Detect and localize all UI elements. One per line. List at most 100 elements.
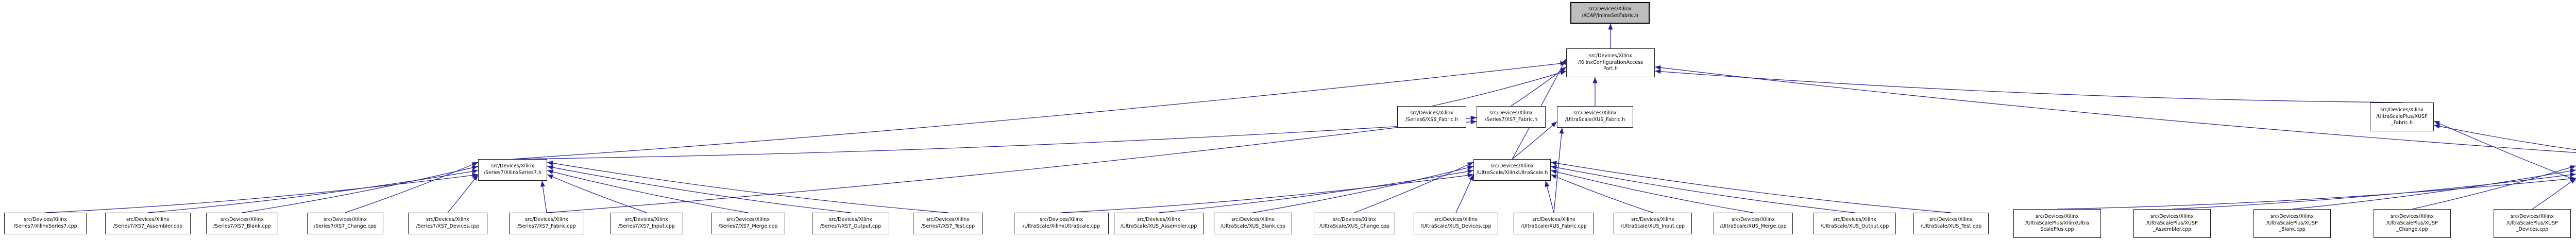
node-label-line: /Series7/XS7_Output.cpp (820, 223, 882, 229)
graph-node-xs7_merge_cpp[interactable]: src/Devices/Xilinx/Series7/XS7_Merge.cpp (711, 213, 785, 234)
include-edge-xus_devices_cpp-to-xilinxultrascale_h (1455, 174, 1474, 213)
include-edge-xusp_blank_cpp-to-xilinxultrascaleplus_h (2292, 168, 2576, 210)
node-label-line: src/Devices/Xilinx (1489, 110, 1533, 116)
node-label-line: src/Devices/Xilinx (1588, 6, 1632, 12)
graph-node-inlinesetfabric_h[interactable]: src/Devices/Xilinx/XCAP/inlineSetFabric.… (1570, 2, 1650, 24)
include-edge-xs7_change_cpp-to-xilinxseries7_h (345, 162, 479, 213)
node-label-line: src/Devices/Xilinx (2270, 214, 2314, 220)
node-label-line: /UltraScalePlus/XUSP (2386, 220, 2438, 226)
graph-node-xilinxultrascale_h[interactable]: src/Devices/Xilinx/UltraScale/XilinxUltr… (1473, 159, 1551, 181)
node-label-line: src/Devices/Xilinx (1490, 163, 1534, 169)
include-edge-xus_output_cpp-to-xilinxultrascale_h (1550, 165, 1855, 213)
node-label-line: /Series7/XS7_Change.cpp (314, 223, 377, 229)
graph-node-xilinxultrascaleplus_cpp[interactable]: src/Devices/Xilinx/UltraScalePlus/Xilinx… (2013, 209, 2101, 238)
node-label-line: /UltraScale/XilinxUltraScale.h (1476, 170, 1548, 176)
node-label-line: /Series7/XS7_Fabric.cpp (517, 223, 576, 229)
node-label-line: /UltraScalePlus/XUSP (2376, 113, 2428, 119)
graph-node-xus_input_cpp[interactable]: src/Devices/Xilinx/UltraScale/XUS_Input.… (1614, 213, 1692, 234)
graph-node-xilinxultrascale_cpp[interactable]: src/Devices/Xilinx/UltraScale/XilinxUltr… (1014, 213, 1109, 234)
graph-node-xus_merge_cpp[interactable]: src/Devices/Xilinx/UltraScale/XUS_Merge.… (1714, 213, 1793, 234)
include-edge-xilinxultrascaleplus_h-to-xcap_h (1654, 65, 2576, 153)
graph-node-xs7_devices_cpp[interactable]: src/Devices/Xilinx/Series7/XS7_Devices.c… (408, 213, 487, 234)
graph-node-xilinxseries7_cpp[interactable]: src/Devices/Xilinx/Series7/XilinxSeries7… (4, 213, 87, 234)
node-label-line: src/Devices/Xilinx (221, 217, 264, 223)
include-edge-xs7_fabric_cpp-to-xilinxseries7_h (540, 180, 547, 213)
include-edge-xs7_blank_cpp-to-xilinxseries7_h (242, 165, 479, 213)
include-edge-xs6_fabric_h-to-xcap_h (1431, 70, 1567, 107)
node-label-line: src/Devices/Xilinx (525, 217, 568, 223)
node-label-line: src/Devices/Xilinx (324, 217, 367, 223)
graph-node-xs7_test_cpp[interactable]: src/Devices/Xilinx/Series7/XS7_Test.cpp (913, 213, 983, 234)
graph-node-xus_test_cpp[interactable]: src/Devices/Xilinx/UltraScale/XUS_Test.c… (1913, 213, 1989, 234)
node-label-line: src/Devices/Xilinx (829, 217, 872, 223)
graph-node-xus_fabric_h[interactable]: src/Devices/Xilinx/UltraScale/XUS_Fabric… (1557, 106, 1633, 128)
graph-node-xs7_output_cpp[interactable]: src/Devices/Xilinx/Series7/XS7_Output.cp… (812, 213, 889, 234)
graph-node-xs7_change_cpp[interactable]: src/Devices/Xilinx/Series7/XS7_Change.cp… (307, 213, 383, 234)
include-edge-xus_merge_cpp-to-xilinxultrascale_h (1550, 169, 1754, 213)
node-label-line: /XCAP/inlineSetFabric.h (1582, 13, 1638, 19)
node-label-line: src/Devices/Xilinx (24, 217, 67, 223)
node-label-line: ScalePlus.cpp (2040, 227, 2074, 233)
graph-node-xs7_fabric_cpp[interactable]: src/Devices/Xilinx/Series7/XS7_Fabric.cp… (509, 213, 584, 234)
node-label-line: _Change.cpp (2396, 227, 2428, 233)
graph-node-xilinxseries7_h[interactable]: src/Devices/Xilinx/Series7/XilinxSeries7… (478, 159, 547, 181)
node-label-line: src/Devices/Xilinx (2380, 107, 2424, 113)
include-edge-xs7_merge_cpp-to-xilinxseries7_h (547, 169, 749, 213)
node-label-line: src/Devices/Xilinx (1410, 110, 1453, 116)
include-edge-xus_test_cpp-to-xilinxultrascale_h (1550, 161, 1952, 213)
include-edge-xus_blank_cpp-to-xilinxultrascale_h (1252, 165, 1474, 213)
node-label-line: src/Devices/Xilinx (491, 163, 534, 169)
node-label-line: /Series6/XS6_Fabric.h (1405, 117, 1459, 123)
node-label-line: /Series7/XS7_Fabric.h (1484, 117, 1538, 123)
node-label-line: /UltraScale/XUS_Output.cpp (1820, 223, 1889, 229)
graph-node-xcap_h[interactable]: src/Devices/Xilinx/XilinxConfigurationAc… (1566, 48, 1655, 77)
node-label-line: /UltraScale/XUS_Devices.cpp (1420, 223, 1492, 229)
node-label-line: src/Devices/Xilinx (1040, 217, 1083, 223)
graph-node-xs7_input_cpp[interactable]: src/Devices/Xilinx/Series7/XS7_Input.cpp (610, 213, 683, 234)
node-label-line: src/Devices/Xilinx (426, 217, 469, 223)
graph-node-xus_blank_cpp[interactable]: src/Devices/Xilinx/UltraScale/XUS_Blank.… (1214, 213, 1292, 234)
node-label-line: src/Devices/Xilinx (726, 217, 770, 223)
graph-node-xusp_change_cpp[interactable]: src/Devices/Xilinx/UltraScalePlus/XUSP_C… (2374, 209, 2451, 238)
graph-node-xusp_fabric_h[interactable]: src/Devices/Xilinx/UltraScalePlus/XUSP_F… (2370, 102, 2434, 131)
graph-node-xus_assembler_cpp[interactable]: src/Devices/Xilinx/UltraScale/XUS_Assemb… (1114, 213, 1204, 234)
include-edge-xilinxseries7_h-to-xs7_fabric_h (512, 119, 1477, 160)
graph-node-xs7_assembler_cpp[interactable]: src/Devices/Xilinx/Series7/XS7_Assembler… (105, 213, 191, 234)
include-edges (45, 24, 2576, 213)
include-edge-xilinxultrascale_cpp-to-xilinxultrascale_h (1061, 173, 1474, 213)
graph-node-xus_devices_cpp[interactable]: src/Devices/Xilinx/UltraScale/XUS_Device… (1414, 213, 1498, 234)
include-edge-xs7_input_cpp-to-xilinxseries7_h (547, 174, 647, 213)
node-label-line: src/Devices/Xilinx (625, 217, 668, 223)
graph-node-xus_output_cpp[interactable]: src/Devices/Xilinx/UltraScale/XUS_Output… (1814, 213, 1896, 234)
include-edge-xus_input_cpp-to-xilinxultrascale_h (1550, 174, 1653, 213)
include-edge-xilinxseries7_cpp-to-xilinxseries7_h (45, 173, 479, 213)
graph-node-xusp_blank_cpp[interactable]: src/Devices/Xilinx/UltraScalePlus/XUSP_B… (2253, 209, 2331, 238)
include-edge-xusp_devices_cpp-to-xilinxultrascaleplus_h (2532, 178, 2576, 210)
graph-node-xusp_devices_cpp[interactable]: src/Devices/Xilinx/UltraScalePlus/XUSP_D… (2494, 209, 2571, 238)
graph-node-xusp_assembler_cpp[interactable]: src/Devices/Xilinx/UltraScalePlus/XUSP_A… (2133, 209, 2211, 238)
node-label-line: _Devices.cpp (2516, 227, 2549, 233)
node-label-line: _Blank.cpp (2279, 227, 2306, 233)
node-label-line: src/Devices/Xilinx (1532, 217, 1575, 223)
graph-node-xs7_fabric_h[interactable]: src/Devices/Xilinx/Series7/XS7_Fabric.h (1477, 106, 1546, 128)
graph-node-xs7_blank_cpp[interactable]: src/Devices/Xilinx/Series7/XS7_Blank.cpp (206, 213, 278, 234)
graph-node-xs6_fabric_h[interactable]: src/Devices/Xilinx/Series6/XS6_Fabric.h (1397, 106, 1466, 128)
node-label-line: src/Devices/Xilinx (2511, 214, 2554, 220)
include-edge-xusp_fabric_h-to-xcap_h (1654, 69, 2402, 103)
include-edge-xs7_devices_cpp-to-xilinxseries7_h (447, 174, 479, 213)
node-label-line: src/Devices/Xilinx (126, 217, 170, 223)
node-label-line: src/Devices/Xilinx (1573, 110, 1617, 116)
node-label-line: /Series7/XS7_Blank.cpp (213, 223, 271, 229)
node-label-line: /UltraScale/XUS_Change.cpp (1319, 223, 1389, 229)
include-edge-xus_assembler_cpp-to-xilinxultrascale_h (1158, 169, 1474, 213)
node-label-line: /UltraScale/XUS_Assembler.cpp (1120, 223, 1197, 229)
node-label-line: src/Devices/Xilinx (1434, 217, 1478, 223)
graph-node-xus_change_cpp[interactable]: src/Devices/Xilinx/UltraScale/XUS_Change… (1314, 213, 1395, 234)
graph-node-xus_fabric_cpp[interactable]: src/Devices/Xilinx/UltraScale/XUS_Fabric… (1514, 213, 1594, 234)
node-label-line: /Series7/XS7_Merge.cpp (718, 223, 778, 229)
node-label-line: _Assembler.cpp (2153, 227, 2192, 233)
node-label-line: /Series7/XS7_Test.cpp (921, 223, 975, 229)
node-label-line: src/Devices/Xilinx (1137, 217, 1180, 223)
include-edge-xusp_assembler_cpp-to-xilinxultrascaleplus_h (2172, 172, 2576, 210)
